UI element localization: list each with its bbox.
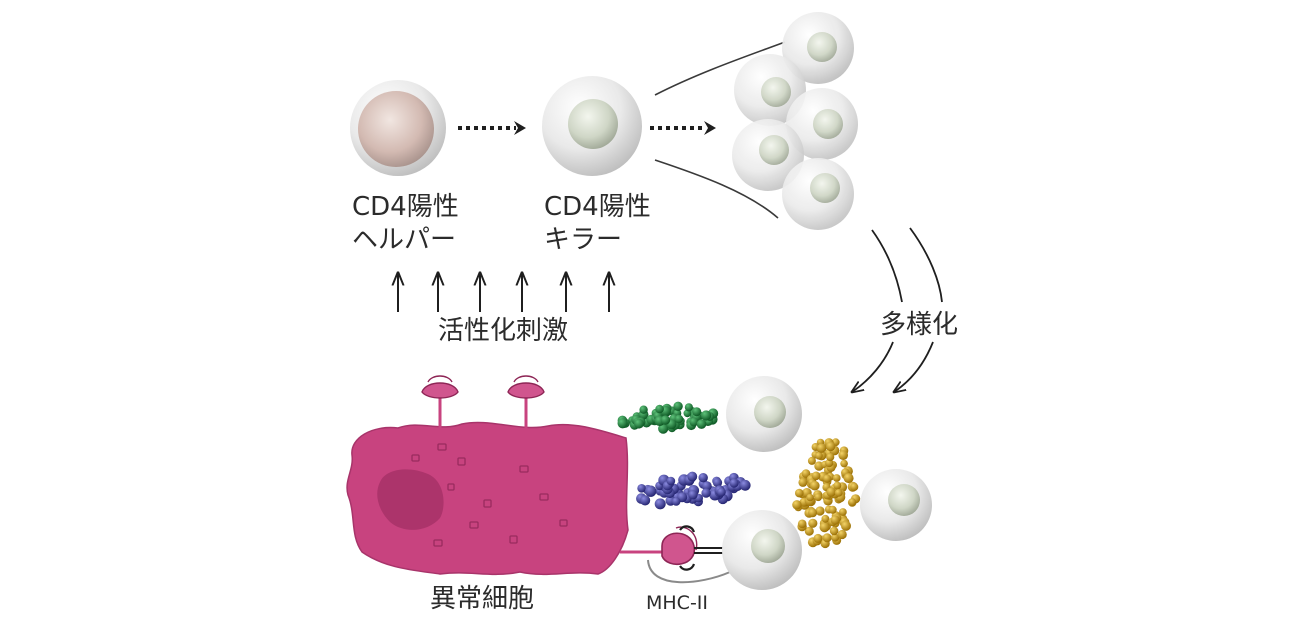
cytokine-dot: [696, 419, 707, 429]
cytokine-dot: [658, 423, 669, 434]
cytokine-dot: [701, 410, 712, 421]
cytokine-dot: [822, 533, 832, 543]
cytokine-dot: [687, 471, 698, 482]
cytokine-cluster-green: [617, 401, 719, 434]
cytokine-dot: [692, 407, 702, 417]
helper-label-line1: CD4陽性: [352, 192, 459, 222]
cytokine-dot: [826, 441, 836, 452]
cytokine-dot: [671, 497, 681, 506]
cytokine-dot: [701, 488, 711, 498]
cytokine-dot: [838, 450, 848, 461]
cytokine-dot: [698, 473, 708, 483]
expansion-line-top: [654, 41, 786, 96]
cytokine-dot: [815, 452, 823, 460]
cytokine-dot: [831, 533, 840, 542]
diversification-label: 多様化: [880, 310, 959, 340]
cytokine-dot: [816, 443, 827, 453]
cytokine-dot: [828, 505, 837, 514]
transition-arrow-1: [458, 121, 526, 135]
activation-label: 活性化刺激: [438, 316, 569, 346]
cytokine-dot: [813, 533, 823, 543]
cytokine-dot: [674, 414, 684, 424]
cytokine-dot: [797, 519, 807, 529]
cytokine-dot: [640, 495, 651, 506]
surface-receptor-2: [507, 375, 545, 432]
cytokine-dot: [843, 473, 854, 484]
cytokine-dot: [833, 481, 842, 490]
diversification-arrows: [852, 227, 943, 392]
cytokine-dot: [821, 514, 830, 523]
cytokine-dot: [834, 489, 843, 497]
cytokine-dot: [654, 498, 666, 510]
cytokine-dot: [815, 506, 825, 516]
mhc-ii-complex: [620, 525, 738, 584]
cytokine-dot: [712, 478, 723, 488]
cytokine-dot: [826, 487, 836, 497]
cytokine-dot: [807, 456, 816, 465]
cytokine-dot: [810, 480, 820, 491]
cytokine-dot: [655, 404, 664, 414]
cytokine-dot: [634, 418, 644, 429]
helper-label-line2: ヘルパー: [352, 225, 457, 255]
cytokine-dot: [841, 520, 851, 531]
cytokine-cluster-gold: [792, 438, 861, 549]
cytokine-cluster-blue: [636, 471, 751, 510]
cytokine-dot: [804, 526, 814, 536]
killer-label-line2: キラー: [544, 225, 623, 255]
cytokine-dot: [814, 493, 823, 502]
cytokine-dot: [832, 474, 841, 482]
cytokine-dot: [830, 515, 840, 525]
cytokine-dot: [739, 479, 751, 491]
expanded-cell-cluster: [732, 12, 858, 230]
cytokine-dot: [808, 518, 818, 528]
cytokine-dot: [660, 415, 671, 425]
abnormal-cell-label: 異常細胞: [430, 584, 535, 614]
cytokine-dot: [792, 500, 802, 510]
cytokine-dot: [637, 484, 646, 493]
cytokine-dot: [839, 508, 847, 516]
cytokine-dot: [673, 401, 683, 411]
cytokine-dot: [717, 487, 726, 497]
cytokine-dot: [688, 490, 698, 500]
cytokine-dot: [848, 498, 857, 506]
cytokine-dot: [840, 459, 848, 468]
cytokine-dot: [639, 405, 648, 414]
cytokine-dot: [837, 529, 847, 540]
cytokine-dot: [798, 477, 808, 487]
cytokine-dot: [823, 474, 832, 483]
effector-cell-gold: [860, 469, 932, 541]
killer-t-cell: [542, 76, 642, 176]
cytokine-dot: [689, 417, 699, 427]
mhc-label: MHC-II: [646, 592, 709, 614]
cytokine-dot: [684, 403, 694, 412]
cytokine-dot: [645, 485, 657, 497]
killer-label-line1: CD4陽性: [544, 192, 651, 222]
cytokine-dot: [702, 481, 712, 491]
activation-arrows: [398, 273, 609, 312]
cytokine-dot: [850, 482, 859, 491]
surface-receptor-1: [421, 375, 459, 434]
cytokine-dot: [729, 478, 739, 488]
effector-cell-green: [726, 376, 802, 452]
cytokine-dot: [811, 471, 821, 481]
helper-t-cell: [350, 80, 446, 176]
cytokine-dot: [819, 522, 830, 533]
cytokine-dot: [666, 476, 676, 486]
transition-arrow-2: [650, 121, 716, 135]
cytokine-dot: [806, 493, 814, 502]
cytokine-dot: [795, 488, 804, 498]
cytokine-dot: [826, 453, 835, 462]
cytokine-dot: [801, 469, 811, 478]
cytokine-dot: [617, 418, 628, 429]
effector-cell-contact: [722, 510, 802, 590]
cytokine-dot: [808, 508, 818, 518]
abnormal-cell: [346, 421, 629, 576]
cytokine-dot: [829, 526, 839, 536]
expansion-line-bottom: [654, 159, 779, 219]
